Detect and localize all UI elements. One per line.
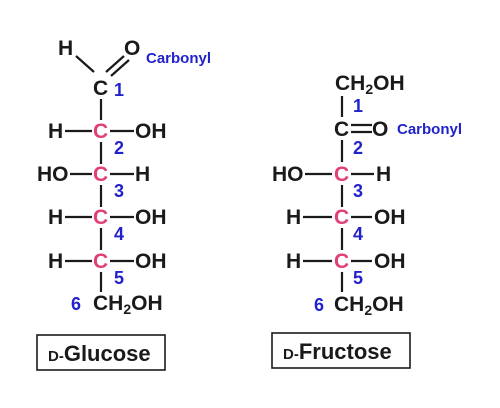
glucose-aldehyde-h: H bbox=[58, 37, 73, 60]
fructose-c5-oh: OH bbox=[374, 250, 406, 273]
glucose-c4-oh: OH bbox=[135, 206, 167, 229]
glucose-c2-h: H bbox=[48, 120, 63, 143]
glucose-bond-c1-o-a bbox=[105, 55, 125, 73]
fructose-c3-h: H bbox=[376, 163, 391, 186]
fructose-name: D-Fructose bbox=[283, 339, 392, 364]
glucose-c5-oh: OH bbox=[135, 250, 167, 273]
glucose-c1: C bbox=[93, 77, 108, 100]
glucose-num-2: 2 bbox=[114, 138, 124, 158]
glucose-c4: C bbox=[93, 206, 108, 229]
fructose-num-1: 1 bbox=[353, 96, 363, 116]
fructose-num-4: 4 bbox=[353, 224, 363, 244]
glucose-c3-h: H bbox=[135, 163, 150, 186]
fructose-c4: C bbox=[334, 206, 349, 229]
fructose-num-6: 6 bbox=[314, 295, 324, 315]
fructose-c6-group: CH2OH bbox=[334, 293, 404, 318]
fructose-c3-ho: HO bbox=[272, 163, 304, 186]
glucose-num-5: 5 bbox=[114, 268, 124, 288]
glucose-c2-oh: OH bbox=[135, 120, 167, 143]
fructose-ketone-o: O bbox=[372, 118, 388, 141]
fructose-carbonyl-label: Carbonyl bbox=[397, 121, 462, 138]
glucose-name-box bbox=[36, 334, 166, 371]
glucose-carbonyl-label: Carbonyl bbox=[146, 50, 211, 67]
glucose-c2: C bbox=[93, 120, 108, 143]
fructose-c1-group: CH2OH bbox=[335, 72, 405, 97]
glucose-name: D-Glucose bbox=[48, 341, 151, 366]
glucose-aldehyde-o: O bbox=[124, 37, 140, 60]
glucose-num-4: 4 bbox=[114, 224, 124, 244]
glucose-structure: H O Carbonyl C 1 H C OH 2 HO C H 3 H C O… bbox=[36, 37, 211, 371]
glucose-c5-h: H bbox=[48, 250, 63, 273]
glucose-num-6: 6 bbox=[71, 294, 81, 314]
glucose-c6-group: CH2OH bbox=[93, 292, 163, 317]
fructose-c4-oh: OH bbox=[374, 206, 406, 229]
fructose-num-5: 5 bbox=[353, 268, 363, 288]
glucose-c4-h: H bbox=[48, 206, 63, 229]
glucose-c3-ho: HO bbox=[37, 163, 69, 186]
glucose-c5: C bbox=[93, 250, 108, 273]
glucose-num-3: 3 bbox=[114, 181, 124, 201]
glucose-c3: C bbox=[93, 163, 108, 186]
fructose-c2: C bbox=[334, 118, 349, 141]
fructose-c5-h: H bbox=[286, 250, 301, 273]
fructose-c3: C bbox=[334, 163, 349, 186]
fructose-structure: CH2OH 1 C O Carbonyl 2 HO C H 3 H C OH 4… bbox=[271, 72, 462, 369]
fructose-c5: C bbox=[334, 250, 349, 273]
fructose-num-3: 3 bbox=[353, 181, 363, 201]
fructose-num-2: 2 bbox=[353, 138, 363, 158]
glucose-bond-h-c1 bbox=[75, 55, 95, 73]
glucose-num-1: 1 bbox=[114, 80, 124, 100]
fructose-name-box bbox=[271, 332, 411, 369]
fructose-c4-h: H bbox=[286, 206, 301, 229]
glucose-bond-c1-o-b bbox=[110, 59, 130, 77]
